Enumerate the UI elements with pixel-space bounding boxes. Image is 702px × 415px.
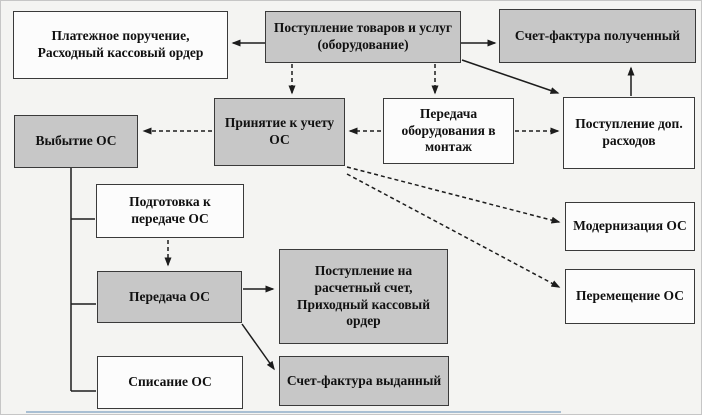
node-label: Перемещение ОС [576,288,684,304]
node-label: Платежное поручение, Расходный кассовый … [37,28,204,60]
node-label: Передача оборудования в монтаж [401,105,496,155]
node-label: Поступление доп. расходов [575,116,683,148]
node-label: Выбытие ОС [35,133,117,149]
node-preparation-for-transfer: Подготовка к передаче ОС [96,184,244,238]
node-equipment-to-assembly: Передача оборудования в монтаж [383,98,514,164]
node-goods-receipt: Поступление товаров и услуг (оборудовани… [265,11,461,63]
node-relocation: Перемещение ОС [565,269,695,324]
node-invoice-received: Счет-фактура полученный [499,9,696,63]
edge-transfer-to-invoice-issued [241,323,275,371]
node-label: Счет-фактура полученный [514,27,681,43]
node-label: Счет-фактура выданный [286,372,442,388]
node-label: Принятие к учету ОС [224,115,335,147]
node-settlement-receipt: Поступление на расчетный счет, Приходный… [279,249,448,344]
node-label: Списание ОС [128,374,212,390]
edge-goods-to-expenses [461,59,560,94]
node-label: Поступление товаров и услуг (оборудовани… [273,20,453,52]
node-transfer-os: Передача ОС [97,271,242,323]
node-label: Модернизация ОС [573,218,687,234]
node-disposal: Выбытие ОС [14,115,138,168]
node-modernization: Модернизация ОС [565,202,695,251]
node-write-off: Списание ОС [97,356,243,409]
node-additional-expenses: Поступление доп. расходов [563,97,695,169]
edge-acceptance-to-modernization [346,166,561,224]
node-label: Поступление на расчетный счет, Приходный… [296,262,431,329]
bottom-rule [26,411,561,413]
node-label: Передача ОС [128,288,210,304]
node-acceptance-to-accounting: Принятие к учету ОС [214,98,345,166]
node-label: Подготовка к передаче ОС [129,194,211,226]
node-payment-order: Платежное поручение, Расходный кассовый … [13,11,228,79]
node-invoice-issued: Счет-фактура выданный [279,356,449,406]
